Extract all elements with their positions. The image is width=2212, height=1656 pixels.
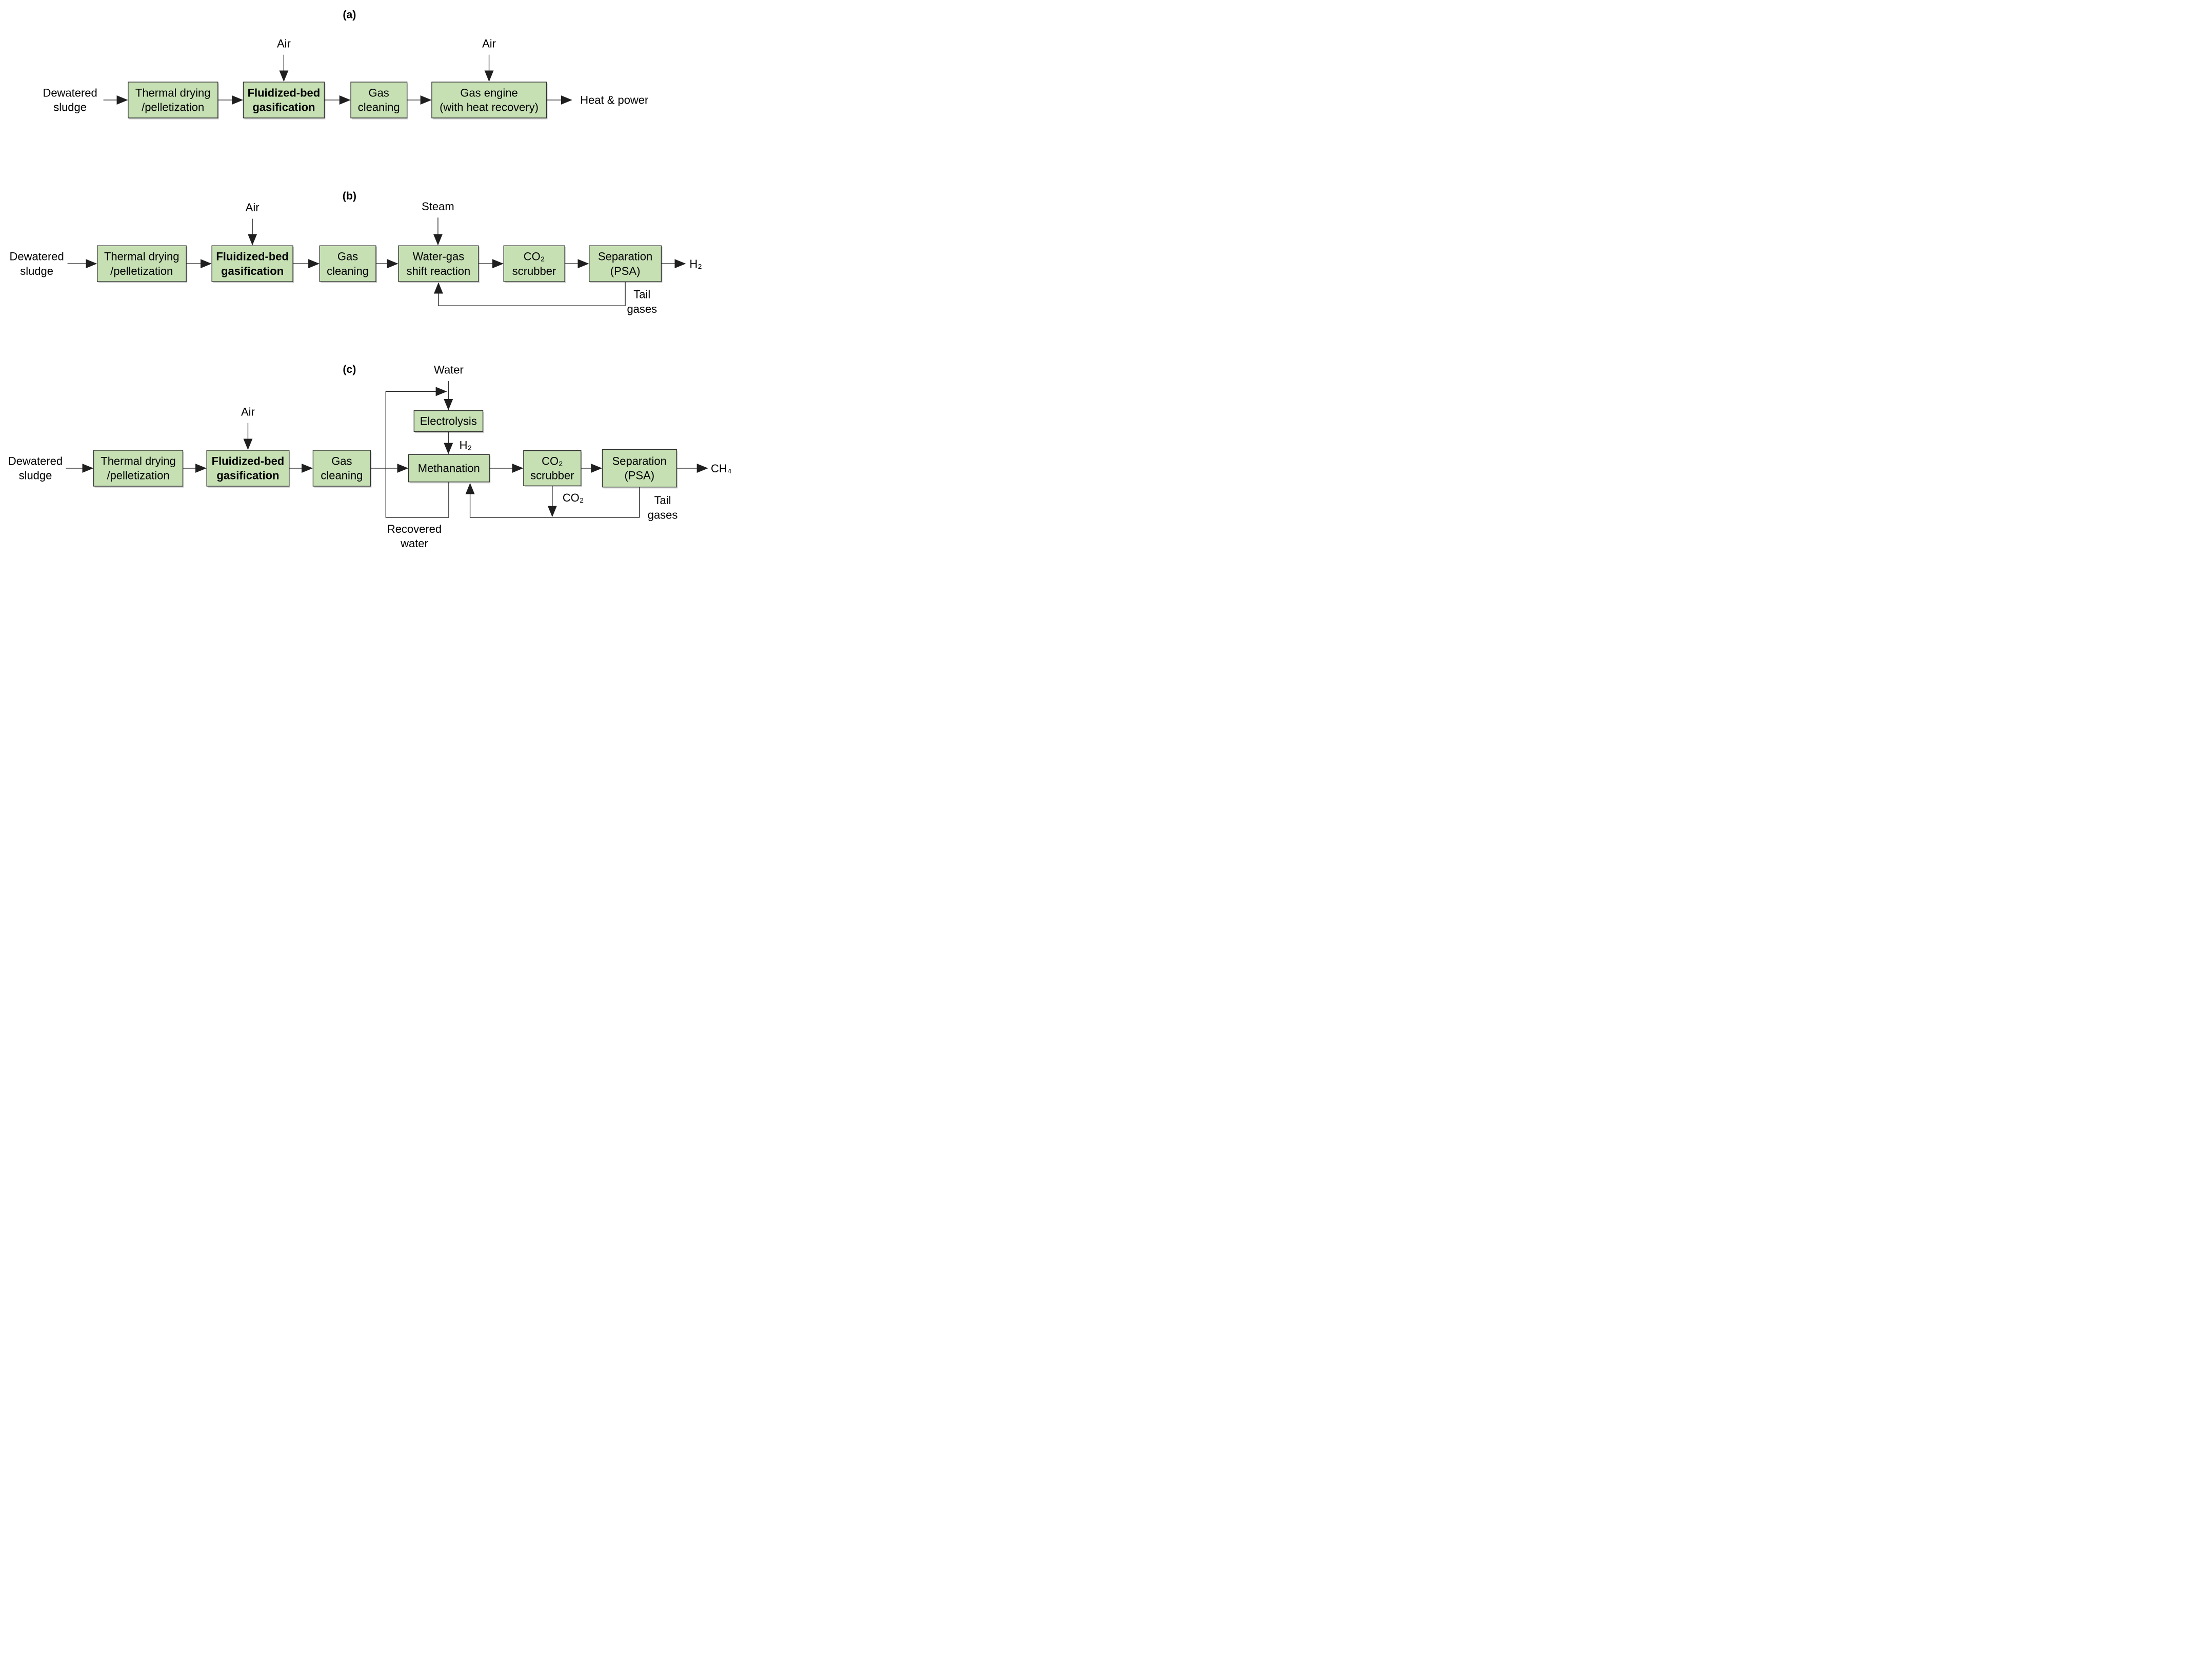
feed-label-c: sludge [19,469,52,482]
feed-label-b: Dewatered [10,250,64,263]
box-b-gasification: Fluidized-bed gasification [211,245,294,283]
tail-gases-label-c: Tail [654,494,671,507]
box-c-methanation-label: Methanation [418,462,480,475]
output-label-b: H₂ [689,257,702,270]
air-label-a-engine: Air [482,37,496,50]
air-label-c: Air [241,405,255,418]
box-c-separation-psa-label: (PSA) [624,469,654,482]
feed-label-b: sludge [20,265,53,277]
box-b-water-gas-shift-label: Water-gas [413,250,465,263]
panel-b: (b) Dewatered sludge Thermal drying /pel… [10,190,702,315]
box-b-co2-scrubber-label: CO₂ [524,250,545,263]
box-c-gasification-label: Fluidized-bed [212,454,285,467]
path-b-tail-gases-recycle [433,282,626,306]
feed-label-a: Dewatered [43,86,97,99]
path-c-recovered-water-recycle [385,387,449,518]
box-c-separation-psa: Separation (PSA) [602,449,678,489]
box-c-gasification-label: gasification [216,469,279,482]
h2-stream-label-c: H₂ [460,439,472,452]
box-b-water-gas-shift-label: shift reaction [407,265,471,277]
box-b-separation-psa-label: Separation [598,250,652,263]
box-b-gas-cleaning: Gas cleaning [319,245,377,283]
box-c-separation-psa-label: Separation [612,454,667,467]
box-c-electrolysis-label: Electrolysis [420,415,477,428]
box-b-thermal-drying-label: /pelletization [110,265,173,277]
box-b-separation-psa: Separation (PSA) [589,245,663,283]
box-a-thermal-drying-label: Thermal drying [135,86,211,99]
box-b-water-gas-shift: Water-gas shift reaction [398,245,480,283]
feed-label-a: sludge [53,101,87,114]
process-flow-diagram: (a) Dewatered sludge Thermal drying /pel… [8,9,732,550]
box-b-thermal-drying-label: Thermal drying [104,250,180,263]
box-b-separation-psa-label: (PSA) [610,265,641,277]
tail-gases-label-b: Tail [633,288,650,301]
panel-a-label: (a) [343,9,356,21]
panel-b-label: (b) [343,190,356,202]
path-c-tail-gases-recycle [465,483,640,518]
box-b-co2-scrubber: CO₂ scrubber [503,245,566,283]
feed-label-c: Dewatered [8,454,63,467]
output-label-a: Heat & power [580,94,648,107]
box-a-gasification-label: Fluidized-bed [248,86,321,99]
box-c-electrolysis: Electrolysis [413,410,484,433]
box-b-co2-scrubber-label: scrubber [512,265,556,277]
box-a-gas-cleaning-label: cleaning [358,101,400,114]
box-c-gas-cleaning: Gas cleaning [312,450,372,488]
box-a-gas-cleaning: Gas cleaning [350,82,408,119]
panel-c: (c) Dewatered sludge Thermal drying /pel… [8,363,732,550]
recovered-water-label-c: Recovered [387,523,442,535]
box-c-thermal-drying: Thermal drying /pelletization [93,450,184,488]
box-a-gas-engine-label: Gas engine [460,86,517,99]
box-c-thermal-drying-label: /pelletization [107,469,169,482]
box-b-thermal-drying: Thermal drying /pelletization [96,245,188,283]
box-b-gasification-label: Fluidized-bed [216,250,289,263]
box-a-gasification-label: gasification [252,101,315,114]
air-label-b: Air [246,201,260,214]
tail-gases-label-c: gases [648,508,678,521]
box-c-co2-scrubber-label: scrubber [530,469,574,482]
box-c-gasification: Fluidized-bed gasification [206,450,290,488]
co2-stream-label-c: CO₂ [563,491,584,504]
box-b-gas-cleaning-label: Gas [337,250,358,263]
tail-gases-label-b: gases [627,303,657,315]
box-c-co2-scrubber-label: CO₂ [542,454,563,467]
box-a-thermal-drying-label: /pelletization [142,101,204,114]
recovered-water-label-c: water [400,537,428,550]
box-a-thermal-drying: Thermal drying /pelletization [128,82,219,119]
panel-c-label: (c) [343,363,356,375]
box-a-gas-cleaning-label: Gas [369,86,389,99]
water-label-c: Water [434,364,464,376]
output-label-c: CH₄ [711,462,732,475]
box-c-co2-scrubber: CO₂ scrubber [523,450,582,487]
air-label-a-gasifier: Air [277,37,291,50]
box-b-gasification-label: gasification [221,265,284,277]
box-c-gas-cleaning-label: Gas [331,454,352,467]
diagram-canvas: (a) Dewatered sludge Thermal drying /pel… [0,0,737,552]
steam-label-b: Steam [422,200,454,213]
box-a-gasification: Fluidized-bed gasification [243,82,326,119]
box-a-gas-engine: Gas engine (with heat recovery) [431,82,548,119]
panel-a: (a) Dewatered sludge Thermal drying /pel… [43,9,648,119]
box-c-methanation: Methanation [408,454,491,484]
box-c-thermal-drying-label: Thermal drying [101,454,176,467]
box-c-gas-cleaning-label: cleaning [321,469,363,482]
box-b-gas-cleaning-label: cleaning [327,265,369,277]
box-a-gas-engine-label: (with heat recovery) [440,101,539,114]
